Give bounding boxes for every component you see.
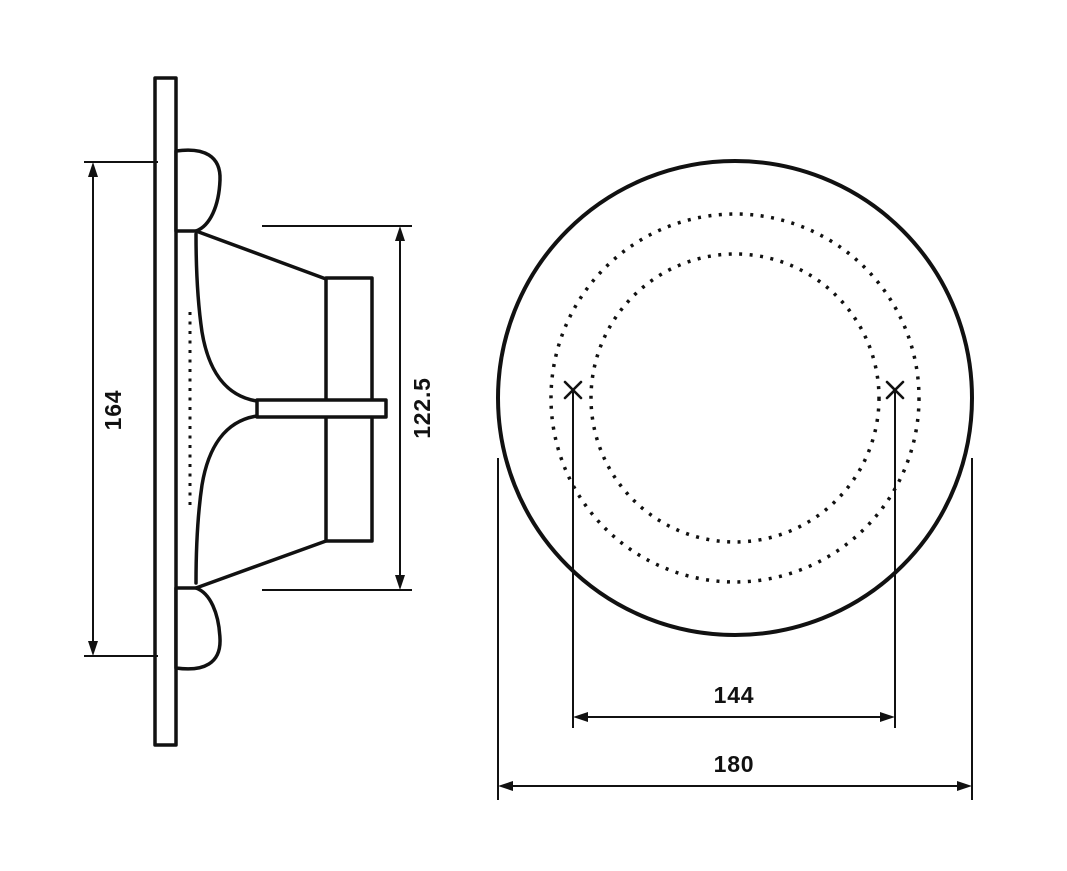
x-mark-icon xyxy=(885,380,905,400)
arrow-right xyxy=(880,712,895,722)
cone-curve-top xyxy=(194,232,259,403)
voice-coil-bar xyxy=(255,398,388,419)
dotted-circle-outer xyxy=(549,212,921,584)
cone-curve-bottom xyxy=(194,414,259,585)
dim-label-164: 164 xyxy=(100,390,126,431)
speaker-outer-circle xyxy=(496,159,974,637)
arrow-left xyxy=(498,781,513,791)
dimension-180: 180 xyxy=(497,458,973,800)
basket-top-edge xyxy=(194,229,328,281)
dotted-circle-inner xyxy=(589,252,881,544)
bottom-rim-lobe xyxy=(174,586,222,671)
dimension-164: 164 xyxy=(84,161,158,657)
hole-mark-left xyxy=(563,380,583,400)
dimension-144: 144 xyxy=(572,392,896,728)
dim-label-122-5: 122.5 xyxy=(409,377,435,439)
mounting-panel xyxy=(153,76,178,747)
arrow-down xyxy=(88,641,98,656)
basket-bottom-edge xyxy=(194,539,328,590)
x-mark-icon xyxy=(563,380,583,400)
arrow-right xyxy=(957,781,972,791)
arrow-left xyxy=(573,712,588,722)
front-view: 144 180 xyxy=(496,159,974,800)
side-view: 164 122.5 xyxy=(84,76,435,747)
arrow-up xyxy=(395,226,405,241)
dim-label-180: 180 xyxy=(714,751,755,777)
dim-label-144: 144 xyxy=(714,682,755,708)
hole-mark-right xyxy=(885,380,905,400)
top-rim-lobe xyxy=(174,148,222,233)
arrow-up xyxy=(88,162,98,177)
arrow-down xyxy=(395,575,405,590)
dimension-122-5: 122.5 xyxy=(262,225,435,591)
